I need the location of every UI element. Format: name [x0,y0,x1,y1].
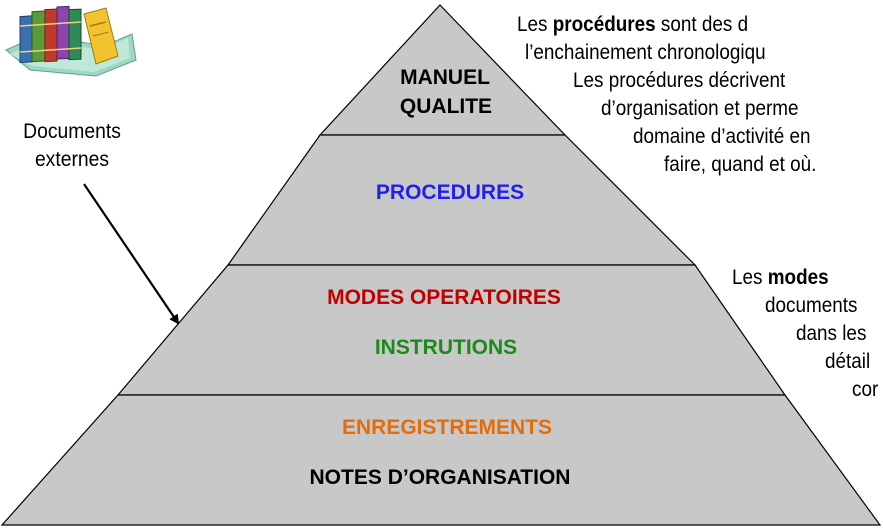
modes-text-line: documents [765,293,857,318]
procedures-text-line: d’organisation et perme [601,96,799,121]
text-run: Les [732,266,768,289]
text-run: cor [852,378,879,401]
modes-text-line: détail [825,349,870,374]
text-run: sont des d [655,13,749,36]
text-run: d’organisation et perme [601,97,799,120]
external-documents-line1: Documents [23,120,121,143]
tier-label-instrutions: INSTRUTIONS [375,336,517,359]
books-icon [5,5,137,77]
procedures-text-line: Les procédures sont des d [517,12,748,37]
modes-text-line: cor [852,377,878,402]
text-run: documents [765,294,858,317]
procedures-text-line: faire, quand et où. [664,152,816,177]
external-documents-label: Documents externes [13,118,131,174]
tier-label-notes-organisation: NOTES D’ORGANISATION [310,466,571,489]
tier-label-manuel: MANUEL [400,66,490,89]
text-run: détail [825,350,871,373]
tier-label-qualite: QUALITE [400,95,492,118]
text-run: dans les [796,322,867,345]
tier-label-enregistrements: ENREGISTREMENTS [342,416,552,439]
text-run: faire, quand et où. [664,153,817,176]
procedures-text-line: domaine d’activité en [633,124,811,149]
text-run: l’enchainement chronologiqu [525,41,766,64]
tier-label-procedures: PROCEDURES [376,181,524,204]
text-run: Les [517,13,553,36]
modes-text-line: Les modes [732,265,829,290]
modes-text-line: dans les [796,321,866,346]
external-docs-arrow [83,183,180,325]
bold-term: procédures [552,13,656,36]
pyramid-tier-records [0,394,882,526]
tier-label-modes-operatoires: MODES OPERATOIRES [327,286,561,309]
procedures-text-line: Les procédures décrivent [573,68,785,93]
pyramid-tier-operating-modes [116,264,787,396]
procedures-text-line: l’enchainement chronologiqu [525,40,766,65]
text-run: Les procédures décrivent [573,69,786,92]
external-documents-line2: externes [34,148,110,171]
text-run: domaine d’activité en [633,125,811,148]
bold-term: modes [767,266,829,289]
